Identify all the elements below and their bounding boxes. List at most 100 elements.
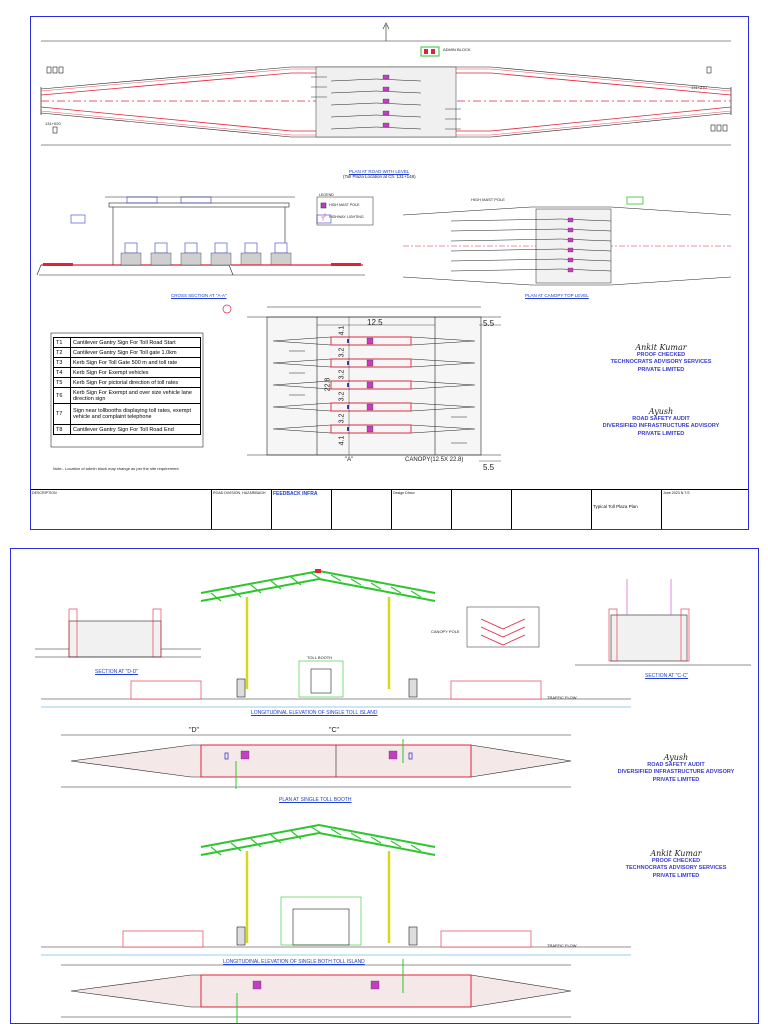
audit-signature: Ayush: [648, 407, 674, 416]
dim-12-5: 12.5: [367, 318, 383, 327]
traffic-flow-label-1: TRAFFIC FLOW: [547, 695, 577, 700]
proof-signature-sheet2: Ankit Kumar: [650, 849, 702, 858]
sign-description: Sign near tollbooths displaying toll rat…: [70, 403, 201, 425]
sign-description: Cantilever Gantry Sign For Toll gate 1.0…: [70, 347, 201, 358]
elevation2-title: LONGITUDINAL ELEVATION OF SINGLE BOTH TO…: [223, 959, 365, 965]
title-block-meta: June 2023 N.T.S: [661, 490, 748, 529]
lane-islands: [330, 78, 422, 130]
canopy-main-booths: [366, 337, 374, 433]
canopy-truss-top: [200, 569, 436, 602]
section-signs: [70, 214, 332, 224]
audit-org-line2: PRIVATE LIMITED: [637, 431, 685, 437]
plan-title: PLAN AT ROAD WITH LEVEL: [349, 169, 410, 174]
plan-single-booth: [61, 734, 572, 788]
plan-booth-title: PLAN AT SINGLE TOLL BOOTH: [279, 797, 352, 803]
canopy-truss-second: [200, 823, 436, 856]
proof-org-line2: PRIVATE LIMITED: [637, 367, 685, 373]
proof-role: PROOF CHECKED: [636, 352, 686, 358]
title-block-consultant: [451, 490, 511, 529]
section-dd-title: SECTION AT "D-D": [95, 669, 139, 675]
audit-org-line2-sheet2: PRIVATE LIMITED: [652, 777, 700, 783]
chainage-left: 131+020: [45, 121, 61, 126]
audit-signature-sheet2: Ayush: [663, 753, 689, 762]
marker-c: "C": [329, 727, 340, 734]
sign-post-icons: [46, 66, 728, 134]
sign-code: T5: [53, 377, 71, 388]
title-block-dept: ROAD DIVISION, HAZARIBAGH: [211, 490, 271, 529]
dim-5-5-bottom: 5.5: [483, 463, 495, 472]
dimension-lines: [317, 317, 501, 462]
sign-code: T6: [53, 387, 71, 404]
proof-role-sheet2: PROOF CHECKED: [651, 858, 701, 864]
lane-dim-4: 3.2: [338, 391, 346, 402]
cross-section-title: CROSS SECTION AT "A-A": [171, 293, 227, 298]
dim-22-8: 22.8: [324, 377, 332, 392]
audit-role-sheet2: ROAD SAFETY AUDIT: [647, 762, 705, 768]
traffic-flow-label-2: TRAFFIC FLOW: [547, 943, 577, 948]
sign-description: Cantilever Gantry Sign For Toll Road Sta…: [70, 337, 201, 348]
canopy-main-blueblocks: [347, 339, 349, 431]
canopy-columns-second: [245, 851, 391, 943]
proof-org-line1-sheet2: TECHNOCRATS ADVISORY SERVICES: [625, 865, 727, 871]
drawing-sheet-toll-plaza-plan: 131+020 131+270 ADMIN BLOCK PLAN AT ROAD…: [30, 16, 749, 530]
proof-org-line2-sheet2: PRIVATE LIMITED: [652, 873, 700, 879]
cross-section-booths: [124, 242, 288, 254]
legend-item-high-mast: HIGH MAST POLE: [329, 203, 360, 207]
admin-block-label: ADMIN BLOCK: [443, 47, 471, 52]
canopy-main-plan: [247, 306, 501, 456]
plan-booth-pink: [240, 750, 398, 760]
toll-booths: [382, 74, 390, 128]
canopy-size-label: CANOPY(12.5X 22.8): [405, 457, 464, 463]
north-arrow-icon: [382, 22, 390, 41]
lane-dim-2: 3.2: [338, 347, 346, 358]
canopy-plan-islands: [450, 218, 612, 272]
elevation1-title: LONGITUDINAL ELEVATION OF SINGLE TOLL IS…: [251, 710, 378, 716]
canopy-plan-title: PLAN AT CANOPY TOP LEVEL: [525, 293, 589, 298]
audit-org-line1-sheet2: DIVERSIFIED INFRASTRUCTURE ADVISORY: [617, 769, 735, 775]
title-block-designer-area: [331, 490, 391, 529]
lane-arrows: [311, 76, 461, 130]
marker-d: "D": [189, 727, 200, 734]
legend-box: [316, 196, 374, 226]
sheet2-linework: [35, 569, 751, 1023]
cross-section-blocks: [120, 252, 292, 266]
canopy-pole-label: CANOPY POLE: [431, 629, 460, 634]
legend-title: LEGEND: [319, 193, 334, 197]
section-marker-a: "A": [345, 457, 354, 463]
canopy-plan: [402, 206, 732, 286]
road-safety-audit-block: Ayush ROAD SAFETY AUDIT DIVERSIFIED INFR…: [591, 407, 731, 438]
sign-code: T4: [53, 367, 71, 378]
title-block-drawing-title: Typical Toll Plaza Plan: [591, 490, 661, 529]
title-block: DESCRIPTION ROAD DIVISION, HAZARIBAGH FE…: [31, 489, 748, 529]
admin-block-icon: [420, 46, 440, 57]
plan-double-booth: [61, 964, 572, 1018]
high-mast-pole-label: HIGH MAST POLE: [471, 197, 505, 202]
title-block-designer: Design Dhruv: [391, 490, 451, 529]
lane-dim-5: 3.2: [338, 413, 346, 424]
sign-description: Kerb Sign For Toll Gate 500 m and toll r…: [70, 357, 201, 368]
audit-org-line1: DIVERSIFIED INFRASTRUCTURE ADVISORY: [602, 423, 720, 429]
lane-dim-6: 4.1: [338, 435, 346, 446]
sign-description: Kerb Sign For pictorial direction of tol…: [70, 377, 201, 388]
elevation2: [41, 896, 631, 956]
sign-description: Cantilever Gantry Sign For Toll Road End: [70, 424, 201, 435]
title-block-project: [511, 490, 591, 529]
plan-subtitle: (Toll Plaza Location at Ch. 131+148): [343, 174, 416, 179]
proof-block-sheet2: Ankit Kumar PROOF CHECKED TECHNOCRATS AD…: [601, 849, 751, 880]
drawing-sheet-toll-island-details: SECTION AT "D-D" SECTION AT "C-C" LONGIT…: [10, 548, 759, 1024]
sheet1-linework: [36, 22, 732, 462]
canopy-main-arrows: [289, 350, 467, 444]
lane-dim-1: 4.1: [338, 325, 346, 336]
legend-item-highway-lighting: HIGHWAY LIGHTING: [329, 215, 364, 219]
plan-booth-green: [235, 739, 404, 789]
elevation1: [41, 660, 631, 708]
